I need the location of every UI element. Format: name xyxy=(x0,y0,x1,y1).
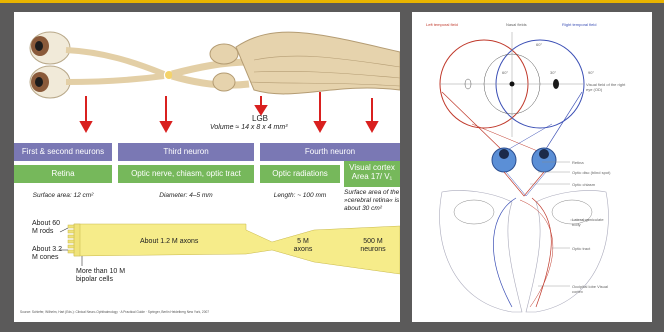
header-fourth-neuron: Fourth neuron xyxy=(260,143,400,161)
visual-pathway-figure: LGB Volume ≈ 14 x 8 x 4 mm³ First & seco… xyxy=(14,12,400,322)
subheader-visual-cortex: Visual cortex Area 17/ V₁ xyxy=(344,161,400,187)
eyeball-upper xyxy=(30,32,70,64)
footnote: Source: Schiefer, Wilhelm, Hart (Eds.): … xyxy=(20,310,209,314)
degree-center: 30° xyxy=(550,70,556,75)
label-nasal-fields: Nasal fields xyxy=(506,22,527,27)
label-optic-disc: Optic disc (blind spot) xyxy=(572,170,610,175)
eyeball-lower xyxy=(30,66,70,98)
measure-retina: Surface area: 12 cm² xyxy=(14,192,112,199)
subheader-optic-nerve: Optic nerve, chiasm, optic tract xyxy=(118,165,254,183)
degree-top: 60° xyxy=(536,42,542,47)
lgb-label: LGB xyxy=(252,114,268,123)
count-bipolar: More than 10 M bipolar cells xyxy=(76,268,134,284)
measure-cortex: Surface area of the »cerebral retina« is… xyxy=(344,189,400,213)
left-eye xyxy=(492,148,516,172)
measure-optic-nerve: Diameter: 4–5 mm xyxy=(118,192,254,199)
subheader-optic-radiations: Optic radiations xyxy=(260,165,340,183)
label-left-temporal-field: Left temporal field xyxy=(426,22,458,27)
label-optic-chiasm: Optic chiasm xyxy=(572,182,595,187)
count-radiation-axons: 5 M axons xyxy=(288,238,318,254)
label-retina: Retina xyxy=(572,160,584,165)
degree-right: 90° xyxy=(588,70,594,75)
label-right-temporal-field: Right temporal field xyxy=(562,22,596,27)
measure-radiations: Length: ~ 100 mm xyxy=(260,192,340,199)
degree-left: 60° xyxy=(502,70,508,75)
photoreceptor-comb xyxy=(68,224,80,256)
visual-field-illustration xyxy=(412,12,652,322)
right-eye xyxy=(532,148,556,172)
header-first-second-neurons: First & second neurons xyxy=(14,143,112,161)
subheader-retina: Retina xyxy=(14,165,112,183)
count-axons: About 1.2 M axons xyxy=(140,238,198,246)
count-cones: About 3.2 M cones xyxy=(32,246,66,262)
header-third-neuron: Third neuron xyxy=(118,143,254,161)
label-lgb: Lateral geniculate body xyxy=(572,217,612,227)
label-occipital: Occipital lobe Visual cortex xyxy=(572,284,612,294)
count-rods: About 60 M rods xyxy=(32,220,66,236)
axon-pathway-band xyxy=(74,224,400,274)
label-optic-tract: Optic tract xyxy=(572,246,590,251)
lgb-volume: Volume ≈ 14 x 8 x 4 mm³ xyxy=(210,124,288,131)
visual-field-diagram: Left temporal field Nasal fields Right t… xyxy=(412,12,652,322)
label-visual-field-od: Visual field of the right eye (OD) xyxy=(586,82,630,92)
count-neurons: 500 M neurons xyxy=(354,238,392,254)
